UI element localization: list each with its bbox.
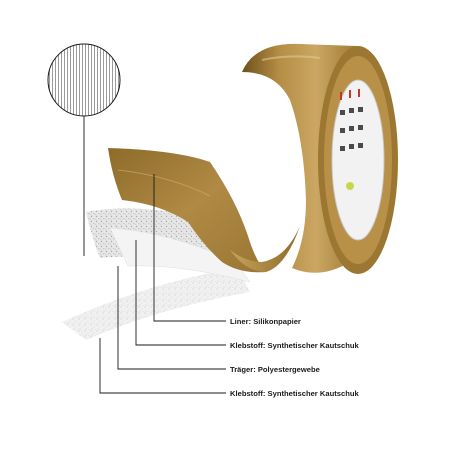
fabric-magnifier-circle [47, 43, 121, 117]
adhesive-bottom-layer [62, 268, 250, 340]
unrolled-tape-strip [108, 148, 266, 273]
strip-curl-underside [230, 226, 300, 272]
tape-roll [242, 43, 398, 274]
leader-line-adhesive-top [135, 240, 226, 346]
label-liner: Liner: Silikonpapier [230, 317, 301, 326]
label-adhesive-bottom: Klebstoff: Synthetischer Kautschuk [230, 389, 359, 398]
core-red-marks [340, 89, 360, 100]
core-print-marks [340, 107, 363, 151]
leader-line-carrier [117, 266, 226, 370]
leader-line-liner [153, 174, 226, 322]
strip-highlight [117, 169, 211, 197]
adhesive-top-layer [109, 227, 251, 283]
core-green-dot [346, 182, 354, 190]
leader-lines [83, 116, 226, 394]
label-adhesive-top: Klebstoff: Synthetischer Kautschuk [230, 341, 359, 350]
leader-line-adhesive-bottom [99, 338, 226, 394]
label-carrier: Träger: Polyestergewebe [230, 365, 320, 374]
